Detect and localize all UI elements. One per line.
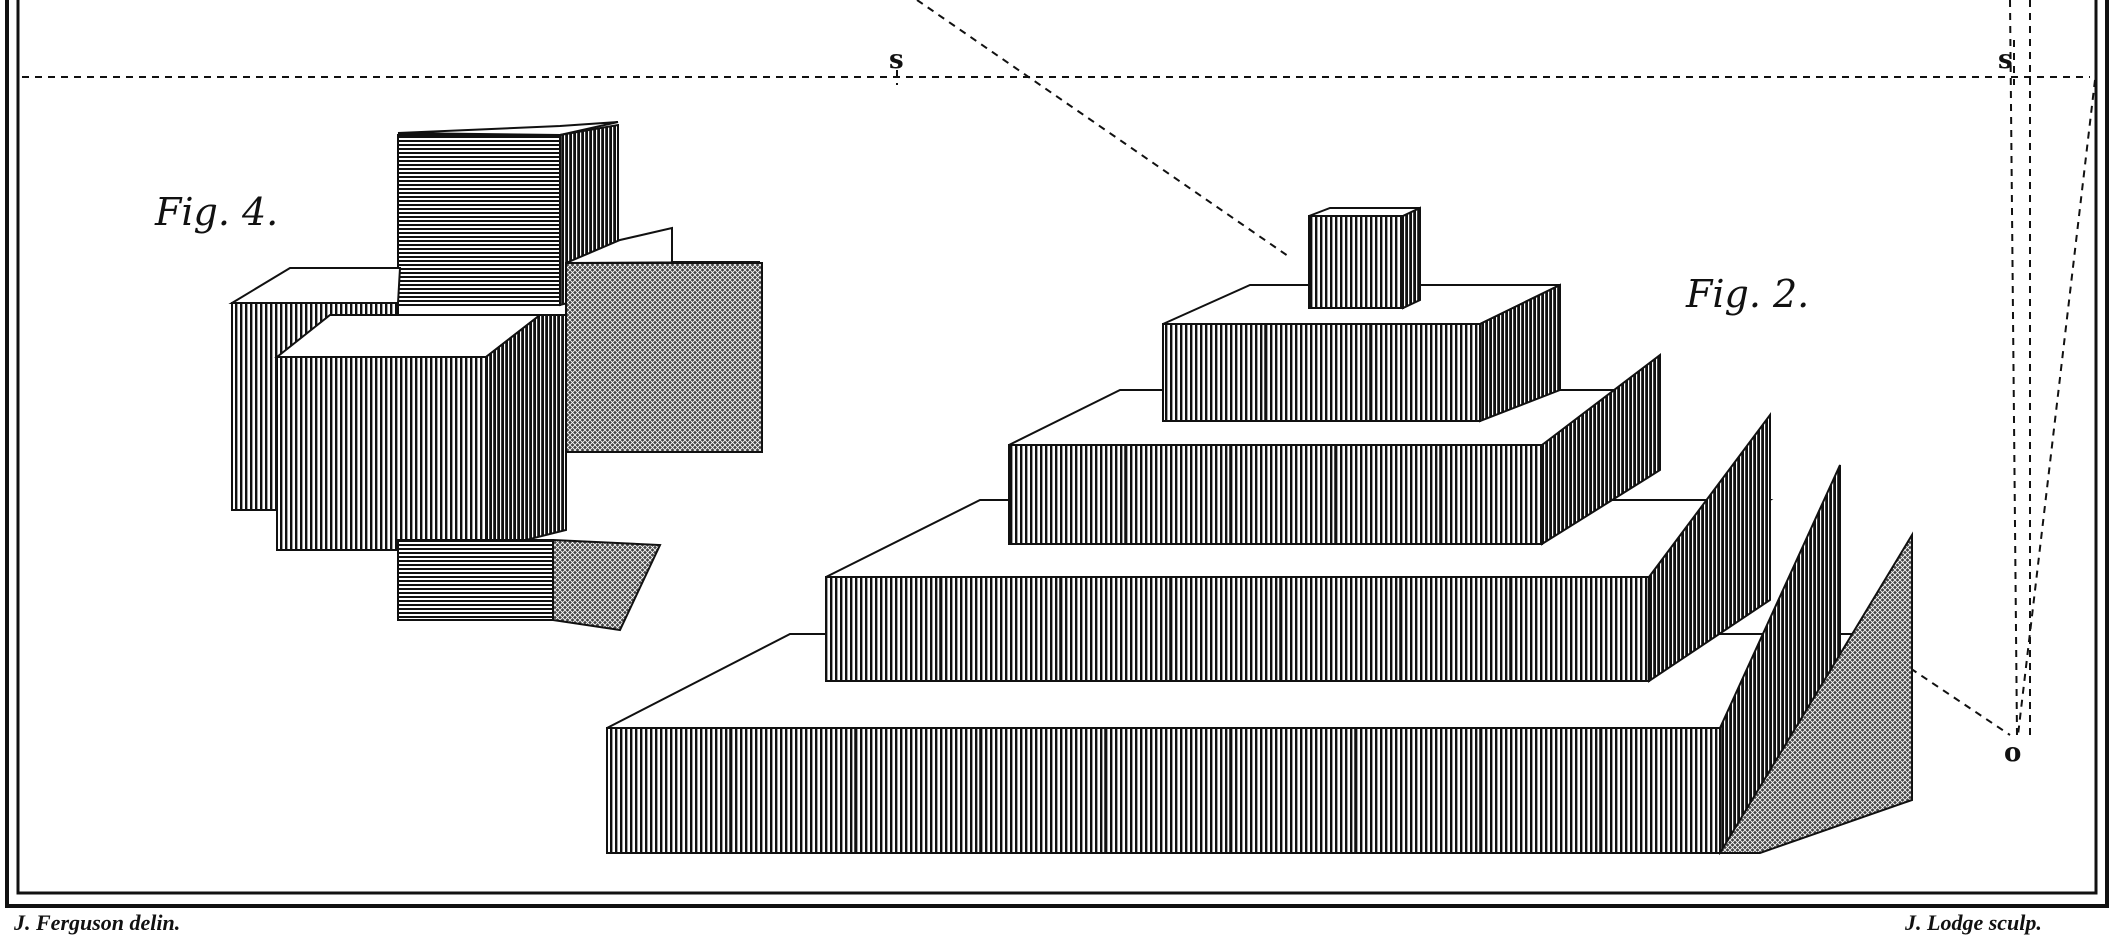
visual-ray-2 (2009, 0, 2018, 736)
top-cube (1308, 206, 1421, 310)
visual-ray-3 (1888, 653, 2011, 736)
fig4-label: Fig. 4. (155, 190, 279, 234)
point-o: o (2004, 738, 2022, 768)
engraver-credit: J. Lodge sculp. (1905, 910, 2042, 935)
visual-ray-1 (916, 0, 1289, 257)
block-joints (729, 324, 1601, 853)
fig4-cross-solid (228, 121, 763, 632)
visual-ray-4 (2017, 79, 2096, 736)
fig2-stepped-pyramid (606, 206, 1913, 856)
fig2-label: Fig. 2. (1686, 272, 1810, 316)
tier-4 (1162, 283, 1561, 423)
plate-frame (5, 0, 2109, 908)
construction-lines (22, 0, 2096, 736)
draftsman-credit: J. Ferguson delin. (14, 910, 181, 935)
point-s-left: s (889, 45, 904, 75)
point-s-right: s (1998, 45, 2013, 75)
